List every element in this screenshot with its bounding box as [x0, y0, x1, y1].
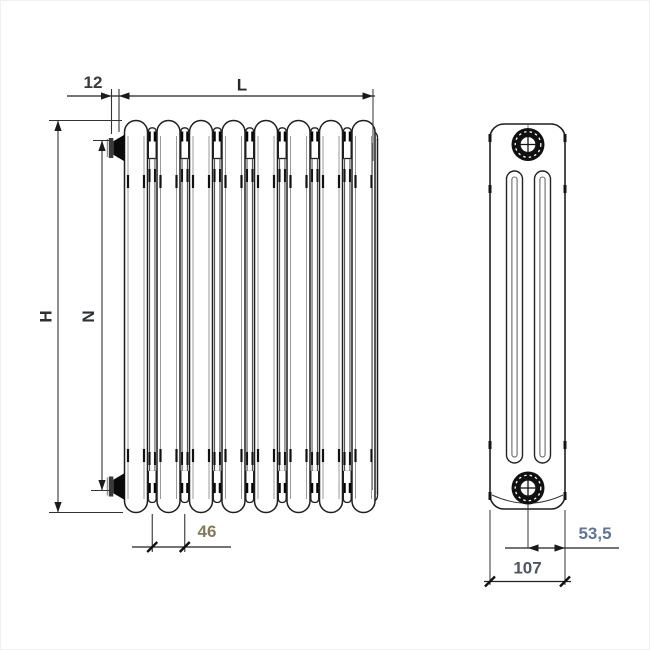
side-profile-outline — [489, 123, 566, 510]
side-view — [488, 123, 567, 510]
radiator-section — [155, 119, 182, 514]
dim-label-12: 12 — [84, 73, 103, 92]
dim-label-H: H — [37, 310, 56, 322]
dimension-H: H — [37, 119, 123, 514]
dimension-N: N — [79, 139, 111, 492]
dimension-53-5: 53,5 — [489, 504, 619, 585]
right-end-cap — [372, 131, 379, 502]
dimension-L-and-12: 12 L — [67, 73, 375, 161]
dim-label-107: 107 — [513, 559, 541, 578]
radiator-section — [220, 119, 247, 514]
radiator-section — [253, 119, 279, 514]
dim-label-53-5: 53,5 — [578, 524, 611, 543]
radiator-section — [318, 119, 344, 514]
bottom-pipe-fitting — [510, 470, 546, 506]
radiator-section — [285, 119, 312, 514]
dim-label-L: L — [237, 76, 247, 95]
radiator-section — [188, 119, 214, 514]
dim-label-46: 46 — [198, 522, 217, 541]
bottom-connection-plug — [106, 472, 126, 501]
dimension-107: 107 — [483, 559, 572, 588]
radiator-section — [123, 119, 149, 514]
dim-label-N: N — [79, 310, 98, 322]
dimension-46: 46 — [132, 514, 231, 554]
front-view — [106, 119, 379, 514]
top-connection-plug — [106, 134, 126, 162]
top-pipe-fitting — [510, 127, 546, 162]
radiator-section — [350, 119, 377, 514]
